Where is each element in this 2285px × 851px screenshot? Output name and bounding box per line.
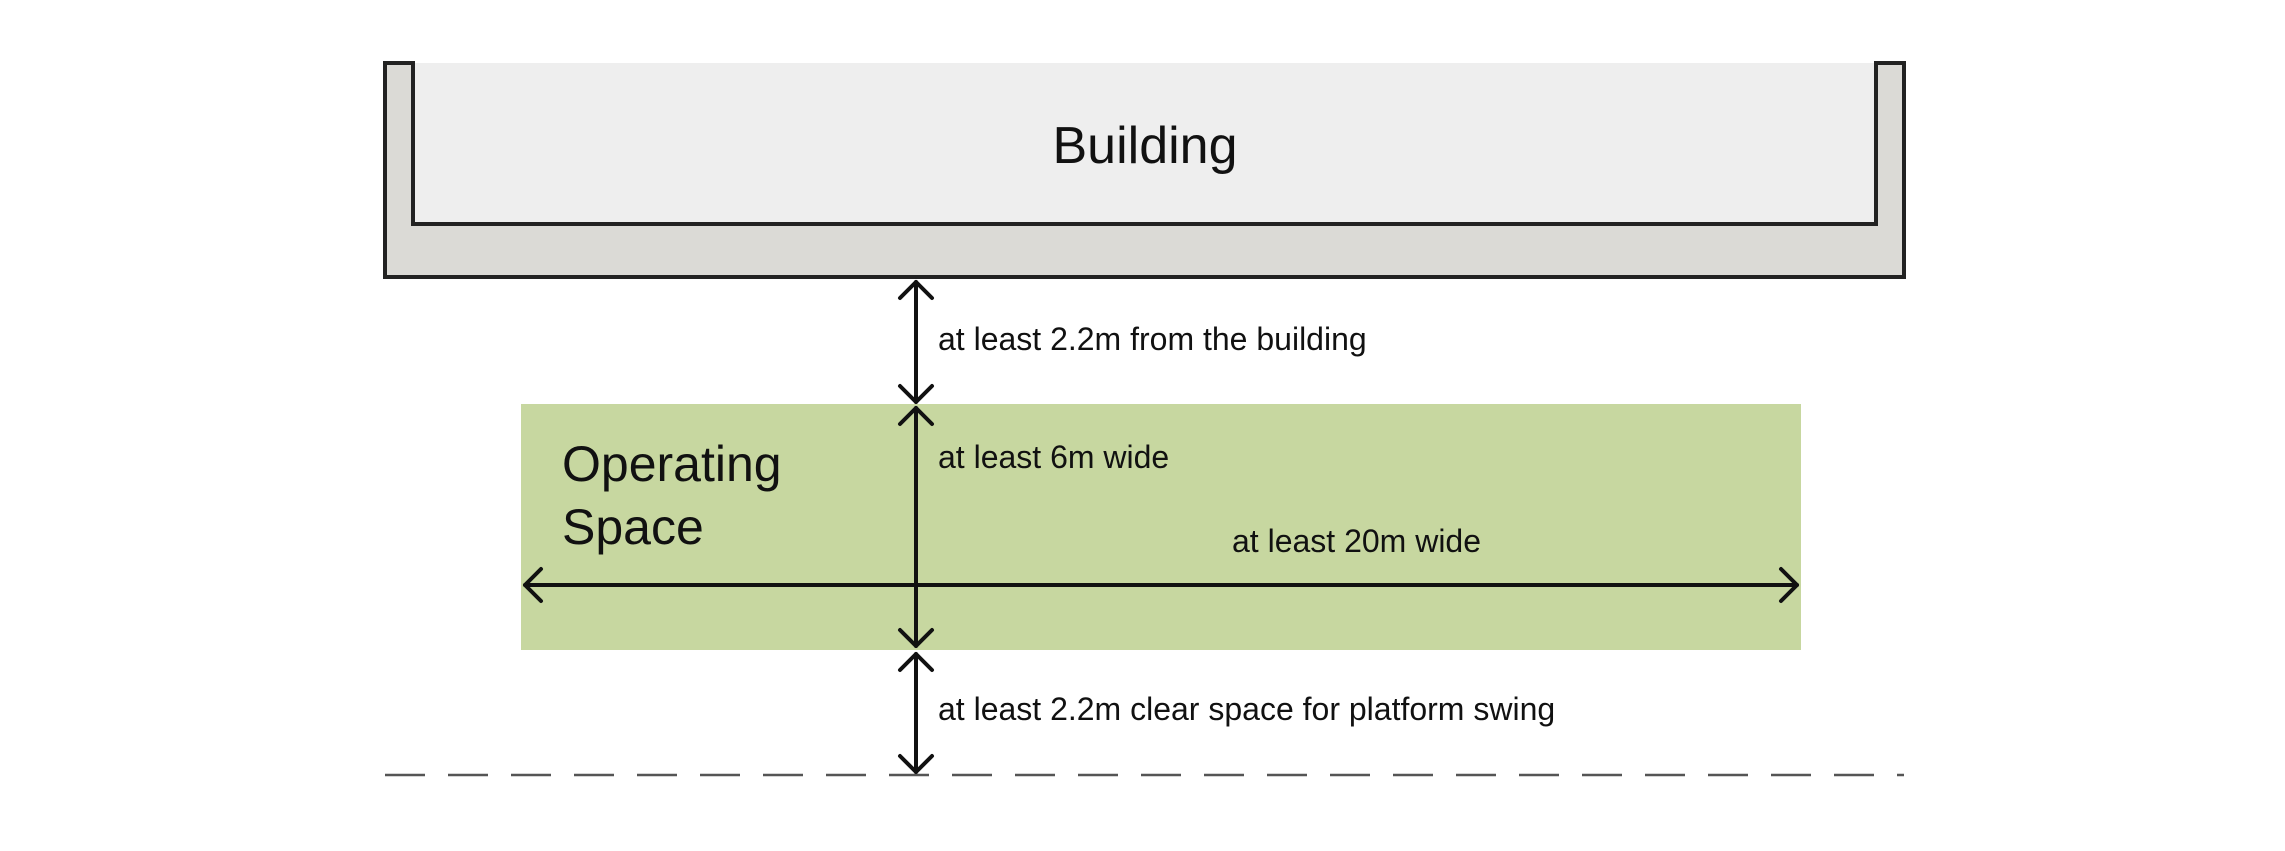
arrow-width [523,567,1799,603]
building-inner-outline [411,63,1878,226]
operating-space-label-line1: Operating [562,436,782,492]
label-width: at least 20m wide [1232,523,1481,559]
building-label: Building [1052,117,1237,175]
building: Building [383,61,1906,279]
operating-space-zone [521,404,1801,650]
arrow-swing-clearance [898,652,934,774]
label-swing-clearance: at least 2.2m clear space for platform s… [938,691,1555,727]
label-gap-building: at least 2.2m from the building [938,321,1367,357]
dimension-arrows [523,280,1799,774]
arrow-gap-building [898,280,934,404]
operating-space: Operating Space [521,404,1801,650]
arrow-depth [898,406,934,648]
label-depth: at least 6m wide [938,439,1169,475]
operating-space-label-line2: Space [562,499,704,555]
building-interior [413,63,1876,224]
